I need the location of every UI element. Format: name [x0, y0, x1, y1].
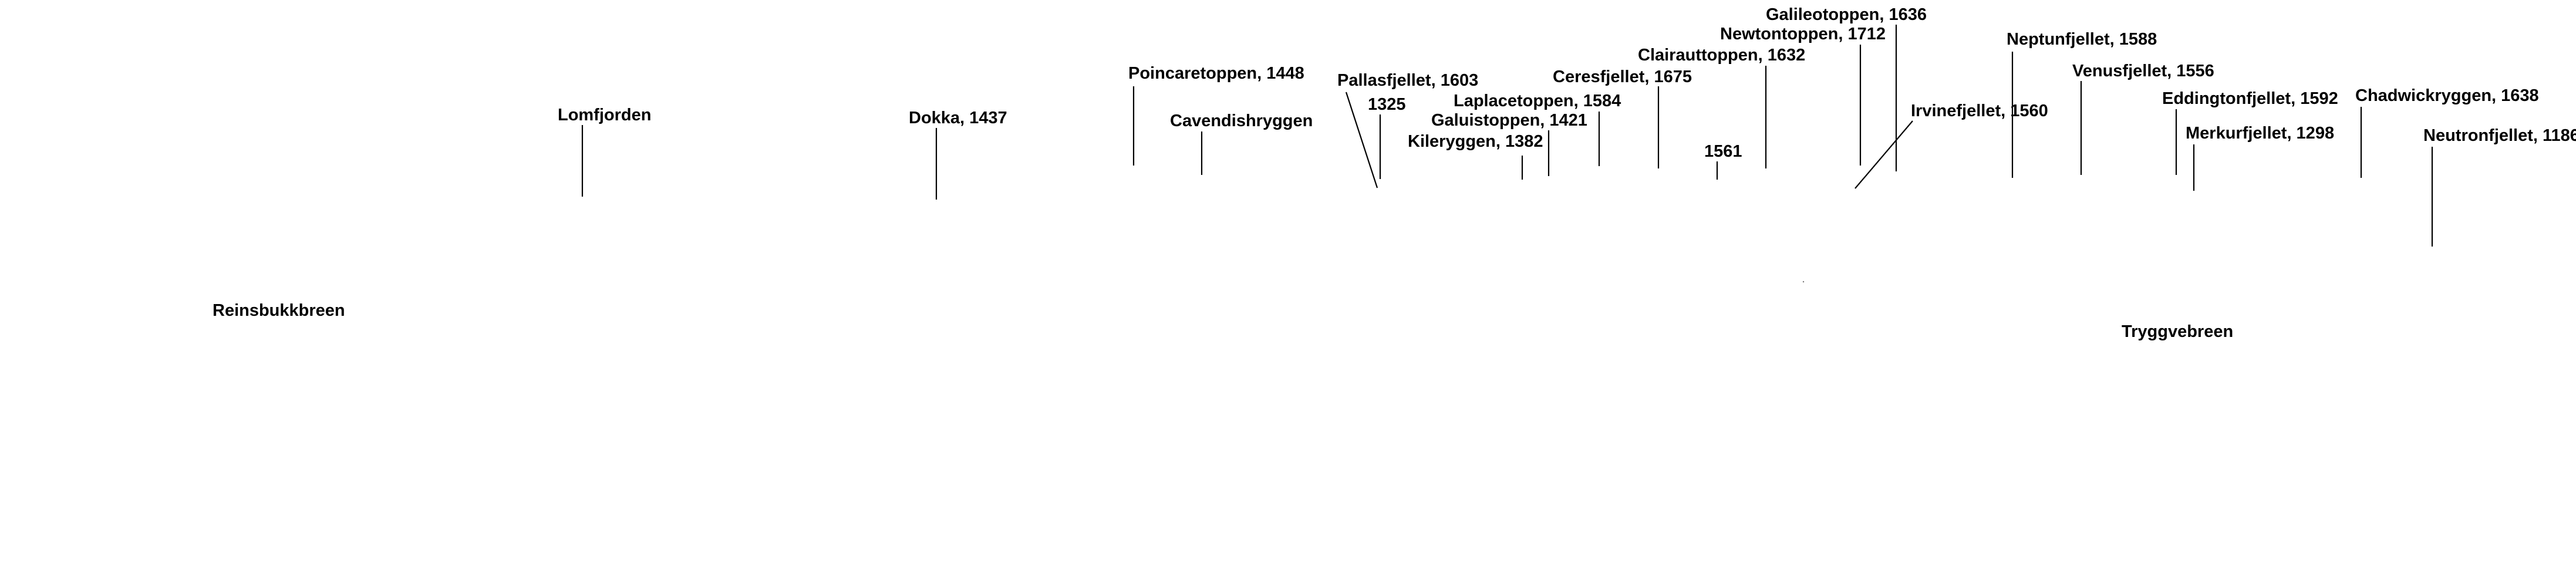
- map-dot-marker: [1802, 281, 1805, 283]
- label-cavendishryggen: Cavendishryggen: [1170, 112, 1313, 130]
- label-venusfjellet: Venusfjellet, 1556: [2072, 62, 2214, 80]
- leader-line-irvinefjellet: [1855, 120, 1913, 189]
- label-laplacetoppen: Laplacetoppen, 1584: [1454, 92, 1621, 110]
- label-clairauttoppen: Clairauttoppen, 1632: [1638, 46, 1805, 65]
- label-peak-1561: 1561: [1704, 142, 1742, 161]
- label-galuistoppen: Galuistoppen, 1421: [1431, 111, 1587, 130]
- label-peak-1325: 1325: [1368, 95, 1406, 114]
- label-ceresfjellet: Ceresfjellet, 1675: [1553, 68, 1692, 86]
- label-dokka: Dokka, 1437: [909, 109, 1007, 127]
- label-merkurfjellet: Merkurfjellet, 1298: [2186, 124, 2334, 143]
- label-neptunfjellet: Neptunfjellet, 1588: [2007, 30, 2157, 49]
- label-kileryggen: Kileryggen, 1382: [1408, 132, 1543, 151]
- label-newtontoppen: Newtontoppen, 1712: [1720, 25, 1886, 43]
- label-irvinefjellet: Irvinefjellet, 1560: [1911, 102, 2048, 120]
- label-chadwickryggen: Chadwickryggen, 1638: [2355, 86, 2539, 105]
- label-reinsbukkbreen: Reinsbukkbreen: [213, 301, 345, 320]
- label-neutronfjellet: Neutronfjellet, 1186: [2423, 126, 2576, 145]
- label-tryggvebreen: Tryggvebreen: [2122, 322, 2233, 341]
- leader-line-pallasfjellet: [1345, 92, 1378, 188]
- label-poincaretoppen: Poincaretoppen, 1448: [1128, 64, 1304, 83]
- label-galileotoppen: Galileotoppen, 1636: [1766, 5, 1927, 24]
- label-lomfjorden: Lomfjorden: [558, 106, 652, 124]
- label-pallasfjellet: Pallasfjellet, 1603: [1337, 71, 1478, 90]
- label-eddingtonfjellet: Eddingtonfjellet, 1592: [2162, 89, 2338, 108]
